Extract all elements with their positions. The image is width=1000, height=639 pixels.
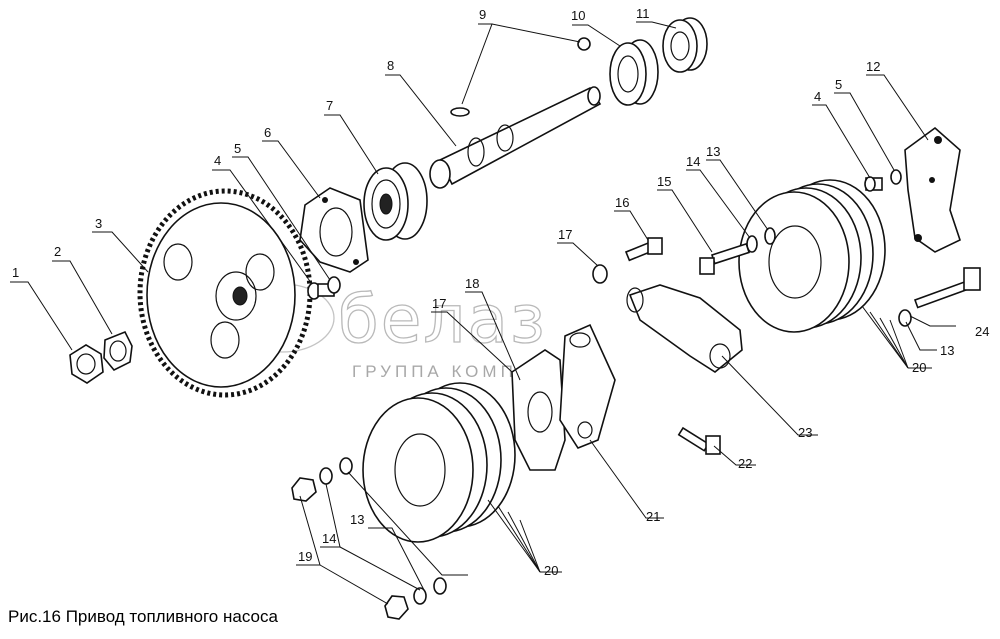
callout-20-right: 20 bbox=[912, 360, 926, 375]
part-24-bolt bbox=[913, 267, 981, 309]
part-11-bearing bbox=[662, 17, 708, 73]
part-13-washer-left bbox=[339, 457, 353, 475]
part-12-bracket bbox=[904, 126, 961, 253]
callout-14-left: 14 bbox=[322, 531, 336, 546]
callout-18: 18 bbox=[465, 276, 479, 291]
part-20-discs-right bbox=[738, 179, 886, 333]
callout-7: 7 bbox=[326, 98, 333, 113]
callout-6: 6 bbox=[264, 125, 271, 140]
part-13-nut-right bbox=[898, 309, 912, 327]
callout-9: 9 bbox=[479, 7, 486, 22]
callout-5-right: 5 bbox=[835, 77, 842, 92]
part-22-bolt bbox=[677, 426, 721, 455]
callout-1: 1 bbox=[12, 265, 19, 280]
callout-3: 3 bbox=[95, 216, 102, 231]
callout-15: 15 bbox=[657, 174, 671, 189]
callout-14-right: 14 bbox=[686, 154, 700, 169]
part-7-bearing bbox=[363, 162, 428, 241]
part-21-bracket bbox=[559, 323, 616, 449]
part-20-discs-left bbox=[362, 382, 516, 543]
watermark-brand: белаз bbox=[338, 281, 547, 358]
callout-11: 11 bbox=[636, 6, 650, 21]
callout-16: 16 bbox=[615, 195, 629, 210]
part-5-washer bbox=[327, 276, 341, 294]
callout-22: 22 bbox=[738, 456, 752, 471]
part-19-nut bbox=[291, 477, 317, 502]
callout-21: 21 bbox=[646, 509, 660, 524]
part-4-bolt-right bbox=[864, 176, 883, 192]
callout-13-right: 13 bbox=[940, 343, 954, 358]
part-1-nut bbox=[69, 344, 104, 384]
callout-8: 8 bbox=[387, 58, 394, 73]
part-14-washer-left bbox=[319, 467, 333, 485]
part-10-bearing bbox=[609, 39, 659, 106]
callout-12: 12 bbox=[866, 59, 880, 74]
part-17-washer bbox=[592, 264, 608, 284]
part-9-keys bbox=[450, 37, 591, 117]
part-17-gasket bbox=[511, 349, 566, 471]
callout-23: 23 bbox=[798, 425, 812, 440]
part-3-drive-gear bbox=[137, 188, 313, 398]
callout-13-left: 13 bbox=[350, 512, 364, 527]
part-2-lock-washer bbox=[103, 330, 133, 371]
leader-lines bbox=[10, 21, 956, 605]
callout-4-right: 4 bbox=[814, 89, 821, 104]
callout-17-washer: 17 bbox=[558, 227, 572, 242]
callout-4-left: 4 bbox=[214, 153, 221, 168]
part-13-washer-bottom bbox=[433, 577, 447, 595]
callout-17-gasket: 17 bbox=[432, 296, 446, 311]
part-19-nut-bottom bbox=[384, 595, 409, 620]
callout-5-left: 5 bbox=[234, 141, 241, 156]
callout-2: 2 bbox=[54, 244, 61, 259]
figure-caption: Рис.16 Привод топливного насоса bbox=[8, 607, 278, 626]
part-14-washer-bottom bbox=[413, 587, 427, 605]
part-16-bolt bbox=[624, 237, 663, 262]
callout-24: 24 bbox=[975, 324, 989, 339]
part-15-bolt bbox=[699, 242, 751, 275]
callout-20-left: 20 bbox=[544, 563, 558, 578]
part-23-bracket bbox=[626, 284, 743, 373]
callout-labels: 1 2 3 4 5 6 7 8 9 10 11 12 4 5 13 14 15 … bbox=[12, 6, 989, 578]
callout-19: 19 bbox=[298, 549, 312, 564]
part-13-washer-right bbox=[764, 227, 776, 245]
part-6-flange bbox=[299, 187, 369, 273]
part-5-washer-right bbox=[890, 169, 902, 185]
part-8-shaft bbox=[429, 86, 602, 189]
callout-10: 10 bbox=[571, 8, 585, 23]
callout-13-top: 13 bbox=[706, 144, 720, 159]
